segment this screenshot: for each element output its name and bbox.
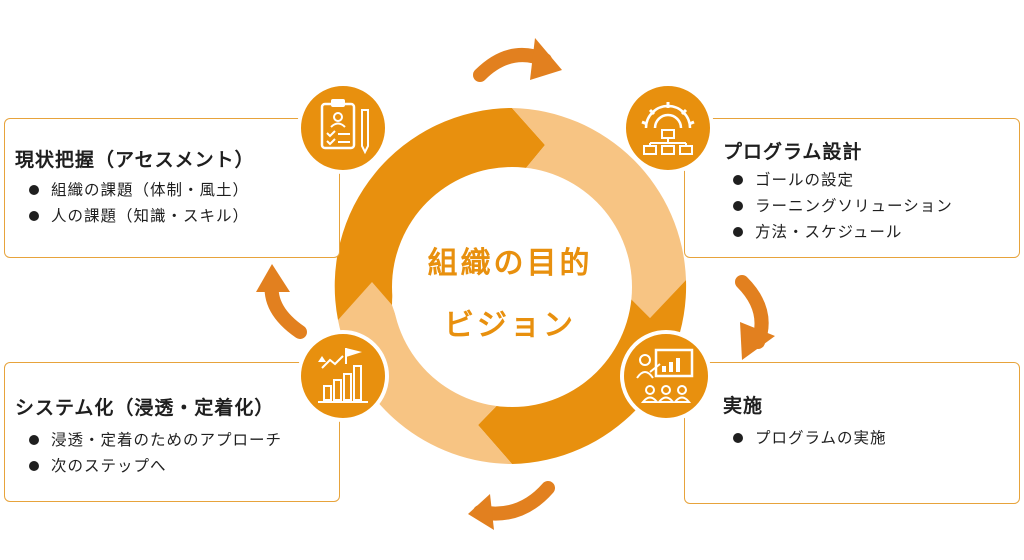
list-item: プログラムの実施 bbox=[731, 425, 887, 451]
implementation-list: プログラムの実施 bbox=[731, 425, 887, 451]
design-title: プログラム設計 bbox=[723, 141, 863, 163]
list-item: 組織の課題（体制・風土） bbox=[27, 177, 249, 203]
clipboard-checklist-icon bbox=[297, 82, 389, 174]
center-subtitle: ビジョン bbox=[444, 308, 576, 343]
design-box: プログラム設計 ゴールの設定 ラーニングソリューション 方法・スケジュール bbox=[684, 118, 1020, 258]
curved-arrow-right-icon bbox=[735, 275, 775, 360]
list-item: 方法・スケジュール bbox=[731, 219, 953, 245]
list-item: 浸透・定着のためのアプローチ bbox=[27, 427, 282, 453]
systemization-list: 浸透・定着のためのアプローチ 次のステップへ bbox=[27, 427, 282, 479]
assessment-box: 現状把握（アセスメント） 組織の課題（体制・風土） 人の課題（知識・スキル） bbox=[4, 118, 340, 258]
ring-segment-bottom-left bbox=[338, 282, 512, 464]
list-item: 次のステップへ bbox=[27, 453, 282, 479]
curved-arrow-left-icon bbox=[256, 264, 307, 339]
list-item: 人の課題（知識・スキル） bbox=[27, 203, 249, 229]
ring-segment-top-left bbox=[334, 108, 545, 320]
curved-arrow-top-icon bbox=[473, 38, 562, 82]
implementation-box: 実施 プログラムの実施 bbox=[684, 362, 1020, 504]
list-item: ラーニングソリューション bbox=[731, 193, 953, 219]
design-list: ゴールの設定 ラーニングソリューション 方法・スケジュール bbox=[731, 167, 953, 245]
curved-arrow-bottom-icon bbox=[468, 481, 555, 530]
gear-hierarchy-icon bbox=[622, 82, 714, 174]
presentation-audience-icon bbox=[620, 330, 712, 422]
assessment-title: 現状把握（アセスメント） bbox=[15, 149, 255, 171]
list-item: ゴールの設定 bbox=[731, 167, 953, 193]
growth-chart-flag-icon bbox=[297, 330, 389, 422]
systemization-title: システム化（浸透・定着化） bbox=[15, 397, 275, 419]
assessment-list: 組織の課題（体制・風土） 人の課題（知識・スキル） bbox=[27, 177, 249, 229]
center-circle bbox=[392, 167, 632, 407]
cycle-ring bbox=[334, 108, 687, 464]
center-title: 組織の目的 bbox=[427, 246, 593, 281]
systemization-box: システム化（浸透・定着化） 浸透・定着のためのアプローチ 次のステップへ bbox=[4, 362, 340, 502]
implementation-title: 実施 bbox=[723, 395, 764, 417]
